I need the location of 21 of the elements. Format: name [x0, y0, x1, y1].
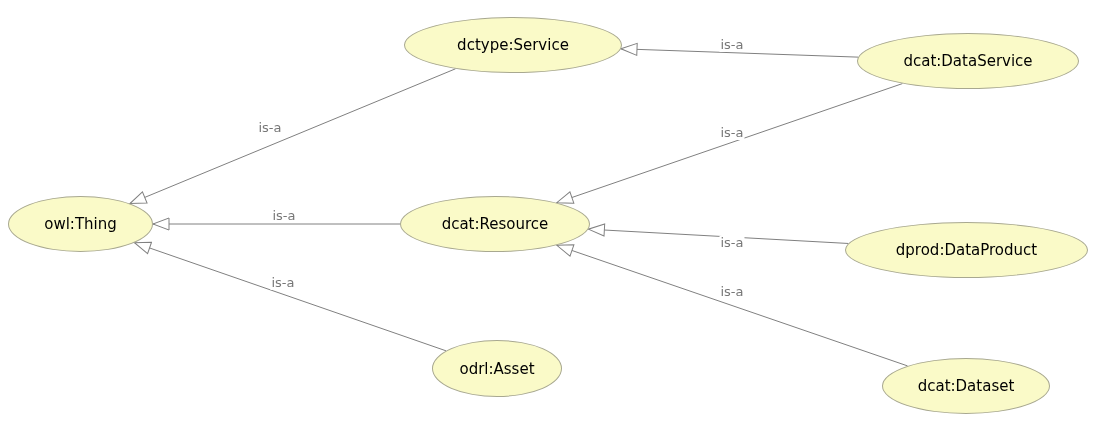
edge-label: is-a — [257, 121, 283, 135]
arrow — [556, 83, 903, 204]
edge-label: is-a — [719, 285, 745, 299]
arrow — [587, 223, 849, 244]
arrow — [129, 68, 456, 205]
arrow — [152, 217, 401, 231]
edge-label: is-a — [271, 209, 297, 223]
class-ellipse: dctype:Service — [404, 17, 622, 73]
arrow — [620, 42, 859, 58]
arrow — [556, 244, 909, 367]
edge-label: is-a — [719, 126, 745, 140]
class-ellipse: dprod:DataProduct — [845, 222, 1088, 278]
edge-label: is-a — [719, 38, 745, 52]
class-ellipse: owl:Thing — [8, 196, 153, 252]
class-ellipse: dcat:Resource — [400, 196, 590, 252]
edge-label: is-a — [719, 236, 745, 250]
class-ellipse: odrl:Asset — [432, 340, 562, 397]
arrow — [133, 241, 447, 352]
edge-label: is-a — [270, 276, 296, 290]
class-ellipse: dcat:DataService — [857, 33, 1079, 89]
class-ellipse: dcat:Dataset — [882, 358, 1050, 414]
